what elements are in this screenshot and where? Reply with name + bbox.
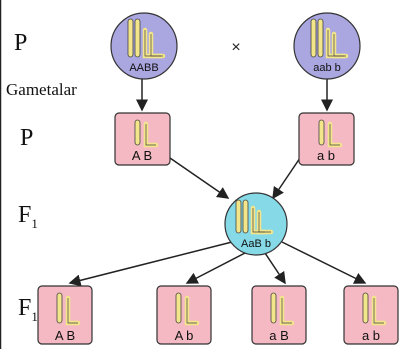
f1-bottom-subscript: 1 (31, 308, 38, 324)
parent1-genotype: AABB (129, 62, 158, 74)
parent2-genotype: aab b (313, 62, 341, 74)
chromosome-icon (56, 292, 81, 326)
chromosome-icon (134, 119, 159, 148)
f2-gamete-3-genotype: a B (269, 328, 289, 343)
arrow-gamete2-to-hybrid (272, 157, 301, 200)
arrow-hybrid-to-f2-3 (264, 252, 286, 285)
row-label-f1-top: F1 (18, 202, 38, 232)
f2-gamete-box-2: A b (156, 285, 212, 345)
gamete1-box: A B (114, 112, 171, 166)
f1-bottom-letter: F (18, 295, 32, 321)
gamete2-genotype: a b (317, 148, 335, 163)
chromosome-icon (310, 18, 349, 59)
f2-gamete-4-genotype: a b (362, 328, 380, 343)
gamete2-box: a b (298, 112, 355, 166)
parent1-cell: AABB (110, 12, 178, 80)
f2-gamete-box-3: a B (251, 285, 307, 345)
f1-top-subscript: 1 (31, 215, 38, 231)
f2-gamete-1-genotype: A B (55, 328, 75, 343)
chromosome-icon (175, 292, 200, 326)
cross-symbol: × (231, 39, 240, 56)
arrow-gamete1-to-hybrid (169, 157, 230, 199)
row-label-gametes: Gametalar (6, 80, 77, 99)
f2-gamete-box-1: A B (37, 285, 93, 345)
chromosome-icon (127, 18, 166, 59)
f1-hybrid-cell: AaB b (224, 192, 288, 256)
arrow-hybrid-to-f2-1 (68, 241, 233, 287)
f1-top-letter: F (18, 202, 32, 228)
f1-hybrid-genotype: AaB b (241, 238, 271, 250)
row-label-parent-gametes: P (20, 125, 34, 151)
chromosome-icon (235, 199, 274, 235)
arrow-hybrid-to-f2-4 (281, 241, 367, 284)
chromosome-icon (318, 119, 343, 148)
row-label-parents: P (14, 30, 28, 56)
f2-gamete-2-genotype: A b (175, 328, 194, 343)
chromosome-icon (362, 292, 387, 326)
chromosome-icon (270, 292, 295, 326)
arrow-hybrid-to-f2-2 (185, 252, 246, 284)
row-label-f1-bottom: F1 (18, 295, 38, 325)
f2-gamete-box-4: a b (343, 285, 399, 345)
gamete1-genotype: A B (132, 148, 152, 163)
parent2-cell: aab b (293, 12, 361, 80)
